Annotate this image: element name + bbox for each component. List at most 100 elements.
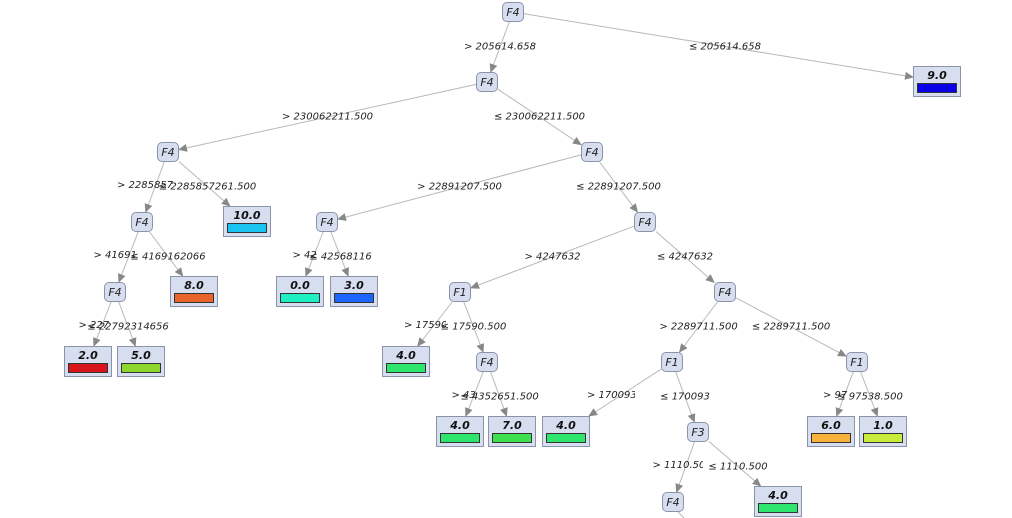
leaf-color-bar — [546, 433, 586, 443]
decision-node: F4 — [502, 2, 524, 22]
edge-label: ≤ 1110.500 — [708, 461, 768, 472]
edge-label: > 227 — [78, 319, 109, 331]
leaf-node: 8.0 — [170, 276, 218, 307]
decision-node: F1 — [449, 282, 471, 302]
decision-node: F4 — [157, 142, 179, 162]
edge-label: ≤ 97538.500 — [837, 391, 903, 402]
tree-edge — [735, 297, 847, 357]
leaf-color-bar — [68, 363, 108, 373]
decision-node: F4 — [316, 212, 338, 232]
tree-edge — [463, 301, 484, 353]
tree-edge — [178, 161, 231, 207]
leaf-value: 4.0 — [556, 419, 576, 432]
leaf-value: 4.0 — [450, 419, 470, 432]
edge-label: ≤ 205614.658 — [689, 41, 761, 52]
decision-node: F4 — [581, 142, 603, 162]
leaf-value: 2.0 — [78, 349, 98, 362]
leaf-value: 3.0 — [344, 279, 364, 292]
leaf-node: 1.0 — [859, 416, 907, 447]
decision-node: F4 — [634, 212, 656, 232]
tree-edge — [144, 161, 165, 213]
leaf-node: 7.0 — [488, 416, 536, 447]
leaf-color-bar — [280, 293, 320, 303]
edge-label: > 2289711.500 — [659, 321, 738, 333]
leaf-value: 1.0 — [873, 419, 893, 432]
tree-edge — [330, 231, 349, 277]
edge-label: ≤ 22792314656 — [87, 321, 169, 332]
tree-edge — [655, 231, 715, 284]
decision-node: F4 — [476, 72, 498, 92]
tree-edge — [675, 371, 696, 423]
leaf-color-bar — [121, 363, 161, 373]
edge-label: > 43 — [451, 389, 476, 401]
tree-edge — [93, 301, 112, 347]
decision-node: F4 — [476, 352, 498, 372]
leaf-node: 2.0 — [64, 346, 112, 377]
tree-edge — [465, 371, 484, 417]
leaf-node: 4.0 — [382, 346, 430, 377]
decision-node: F4 — [131, 212, 153, 232]
edge-label: > 170093 — [587, 389, 635, 401]
decision-node: F1 — [661, 352, 683, 372]
edge-label: > 230062211.500 — [281, 111, 374, 123]
tree-edge — [417, 301, 453, 347]
edge-label: ≤ 4247632 — [656, 251, 714, 263]
tree-edge — [497, 88, 582, 146]
decision-node: F4 — [662, 492, 684, 512]
leaf-node: 6.0 — [807, 416, 855, 447]
leaf-node: 9.0 — [913, 66, 961, 97]
decision-node: F4 — [104, 282, 126, 302]
decision-node: F1 — [846, 352, 868, 372]
edge-label: ≤ 22891207.500 — [576, 181, 661, 193]
tree-edge — [470, 225, 635, 289]
leaf-color-bar — [386, 363, 426, 373]
edge-label: ≤ 4352651.500 — [460, 391, 539, 402]
tree-edge — [599, 161, 639, 213]
leaf-node: 10.0 — [223, 206, 271, 237]
tree-edge — [489, 21, 510, 73]
tree-edge — [860, 371, 879, 417]
edge-label: > 42 — [292, 249, 317, 261]
tree-edge — [588, 368, 662, 417]
tree-edge — [835, 371, 854, 417]
leaf-value: 4.0 — [768, 489, 788, 502]
tree-edge — [305, 231, 324, 277]
leaf-color-bar — [440, 433, 480, 443]
edge-label: > 4247632 — [524, 251, 581, 263]
edge-label: ≤ 4169162066 — [130, 251, 206, 262]
edge-label: ≤ 170093 — [660, 391, 710, 403]
edge-label: > 97 — [823, 389, 848, 401]
leaf-color-bar — [174, 293, 214, 303]
decision-node: F4 — [714, 282, 736, 302]
edge-label: > 1110.50 — [652, 460, 703, 471]
leaf-value: 5.0 — [131, 349, 151, 362]
leaf-value: 9.0 — [927, 69, 947, 82]
tree-edge — [675, 441, 695, 493]
leaf-node: 0.0 — [276, 276, 324, 307]
leaf-value: 8.0 — [184, 279, 204, 292]
tree-edge — [149, 231, 184, 277]
leaf-node: 4.0 — [436, 416, 484, 447]
leaf-color-bar — [758, 503, 798, 513]
edge-label: > 41691 — [93, 250, 137, 261]
edge-label: > 2285857 — [117, 180, 174, 191]
edge-label: ≤ 17590.500 — [440, 321, 507, 333]
leaf-value: 10.0 — [233, 209, 261, 222]
tree-edge — [677, 511, 685, 518]
edge-label: ≤ 230062211.500 — [493, 111, 586, 123]
edge-label: > 205614.658 — [464, 41, 536, 53]
leaf-value: 7.0 — [502, 419, 522, 432]
leaf-node: 5.0 — [117, 346, 165, 377]
leaf-color-bar — [811, 433, 851, 443]
leaf-node: 4.0 — [754, 486, 802, 517]
edge-label: ≤ 2289711.500 — [751, 321, 831, 333]
leaf-node: 4.0 — [542, 416, 590, 447]
tree-edge — [490, 371, 508, 417]
decision-node: F3 — [687, 422, 709, 442]
edge-label: ≤ 2285857261.500 — [158, 181, 257, 192]
leaf-value: 6.0 — [821, 419, 841, 432]
leaf-color-bar — [227, 223, 267, 233]
tree-edge — [523, 13, 914, 80]
tree-edge — [178, 83, 477, 152]
